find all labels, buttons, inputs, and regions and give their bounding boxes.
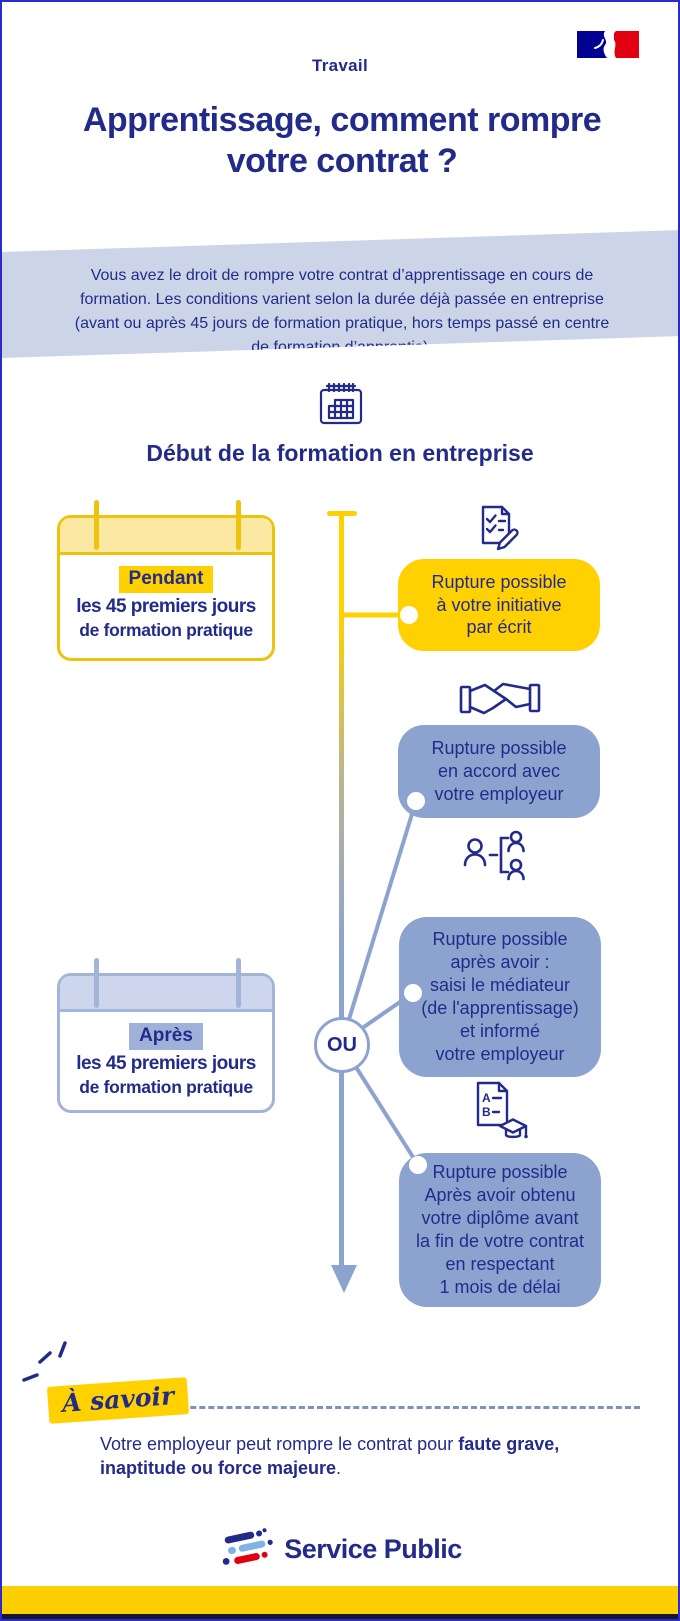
option-bubble-initiative: Rupture possible à votre initiative par … xyxy=(398,559,600,651)
calendar-ring-icon xyxy=(236,958,241,1008)
calendar-ring-icon xyxy=(94,958,99,1008)
bubble-line: la fin de votre contrat xyxy=(415,1231,585,1251)
bubble-line: Rupture possible xyxy=(431,738,567,759)
french-government-flag-icon xyxy=(577,31,639,58)
sparkle-icon xyxy=(22,1341,67,1382)
bubble-line: saisi le médiateur xyxy=(429,975,571,996)
footer-dark-edge xyxy=(2,1614,678,1619)
document-checklist-pencil-icon xyxy=(481,505,519,551)
service-public-stripes-icon xyxy=(222,1528,273,1565)
bubble-line: par écrit xyxy=(466,617,532,638)
note-bold: faute grave, inaptitude ou force majeure xyxy=(100,1434,560,1479)
timeline-line xyxy=(339,511,344,1269)
bubble-line: après avoir : xyxy=(450,952,550,973)
period-line2: de formation pratique xyxy=(79,620,253,641)
period-line1: les 45 premiers jours xyxy=(76,1052,256,1074)
period-highlight: Pendant xyxy=(118,566,214,593)
bubble-line: à votre initiative xyxy=(436,594,562,615)
page-title: Apprentissage, comment rompre votre cont… xyxy=(82,101,602,180)
period-card-pendant: Pendant les 45 premiers jours de formati… xyxy=(57,500,275,661)
bubble-line: Après avoir obtenu xyxy=(424,1185,576,1206)
category-label: Travail xyxy=(312,56,368,75)
note-text: Votre employeur peut rompre le contrat p… xyxy=(100,1432,605,1481)
dashed-divider xyxy=(154,1406,640,1409)
bubble-line: (de l'apprentissage) xyxy=(421,998,579,1018)
intro-band: Vous avez le droit de rompre votre contr… xyxy=(2,230,678,358)
note-regular: Votre employeur peut rompre le contrat p… xyxy=(100,1434,459,1454)
period-line1: les 45 premiers jours xyxy=(76,595,256,617)
bubble-line: votre employeur xyxy=(435,1043,565,1064)
option-bubble-diplome: Rupture possible Après avoir obtenu votr… xyxy=(399,1153,601,1307)
bubble-line: Rupture possible xyxy=(432,1162,568,1183)
or-circle: OU xyxy=(314,1017,370,1073)
calendar-icon xyxy=(319,382,363,425)
timeline-heading: Début de la formation en entreprise xyxy=(146,440,534,466)
bubble-line: et informé xyxy=(459,1020,541,1041)
period-line2: de formation pratique xyxy=(79,1077,253,1098)
bubble-line: en accord avec xyxy=(437,761,561,782)
option-bubble-mediateur: Rupture possible après avoir : saisi le … xyxy=(399,917,601,1077)
bubble-line: votre employeur xyxy=(434,783,564,804)
bubble-line: en respectant xyxy=(445,1253,555,1274)
option-bubble-accord: Rupture possible en accord avec votre em… xyxy=(398,725,600,818)
svg-text:B: B xyxy=(482,1105,491,1119)
note-end: . xyxy=(336,1458,342,1479)
period-highlight: Après xyxy=(129,1023,203,1050)
bubble-line: Rupture possible xyxy=(431,571,567,592)
intro-text: Vous avez le droit de rompre votre contr… xyxy=(74,267,610,356)
bubble-line: 1 mois de délai xyxy=(439,1276,561,1297)
calendar-ring-icon xyxy=(236,500,241,550)
mediator-people-icon xyxy=(463,830,525,881)
calendar-ring-icon xyxy=(94,500,99,550)
service-public-wordmark: Service Public xyxy=(284,1533,462,1564)
footer-yellow-band xyxy=(2,1586,678,1614)
bubble-line: Rupture possible xyxy=(432,929,568,950)
diploma-grades-icon: A B xyxy=(476,1081,528,1139)
period-card-apres: Après les 45 premiers jours de formation… xyxy=(57,958,275,1113)
svg-text:A: A xyxy=(482,1091,491,1105)
handshake-icon xyxy=(459,682,541,715)
bubble-line: votre diplôme avant xyxy=(421,1208,579,1229)
service-public-logo: Service Public xyxy=(2,1526,678,1572)
